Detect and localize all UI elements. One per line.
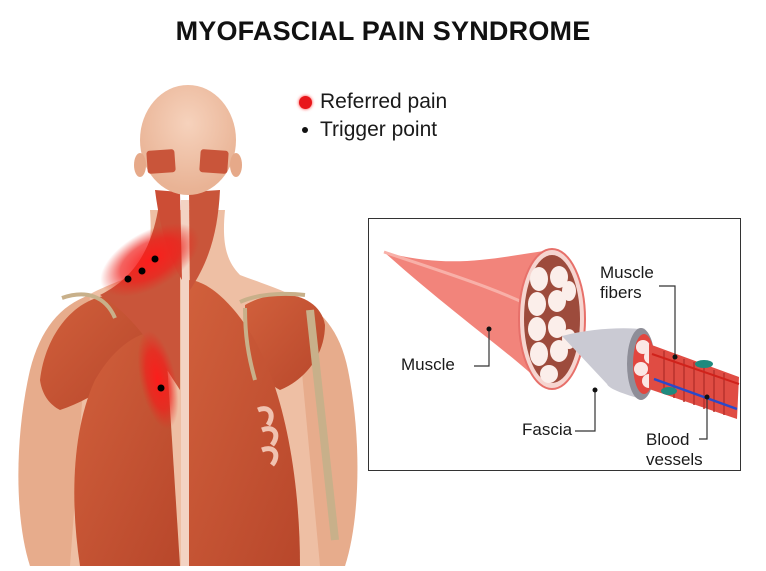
page-title: MYOFASCIAL PAIN SYNDROME <box>175 16 591 46</box>
legend-label: Referred pain <box>320 90 448 113</box>
legend: Referred pain Trigger point <box>290 88 447 144</box>
label-fascia: Fascia <box>522 420 573 439</box>
back-anatomy-illustration <box>0 80 370 566</box>
legend-item-referred-pain: Referred pain <box>290 88 447 116</box>
legend-item-trigger-point: Trigger point <box>290 116 447 144</box>
label-muscle: Muscle <box>401 355 455 374</box>
label-blood-vessels-line2: vessels <box>646 450 703 469</box>
legend-label: Trigger point <box>320 118 438 141</box>
label-muscle-fibers-line1: Muscle <box>600 263 654 282</box>
red-dot-icon <box>298 95 312 109</box>
black-dot-icon <box>302 127 308 133</box>
label-muscle-fibers-line2: fibers <box>600 283 642 302</box>
muscle-cross-section-image <box>383 248 740 440</box>
back-muscles-image <box>18 85 358 566</box>
label-blood-vessels-line1: Blood <box>646 430 690 449</box>
muscle-structure-inset: Muscle Fascia Muscle fibers Blood vessel… <box>368 218 741 471</box>
